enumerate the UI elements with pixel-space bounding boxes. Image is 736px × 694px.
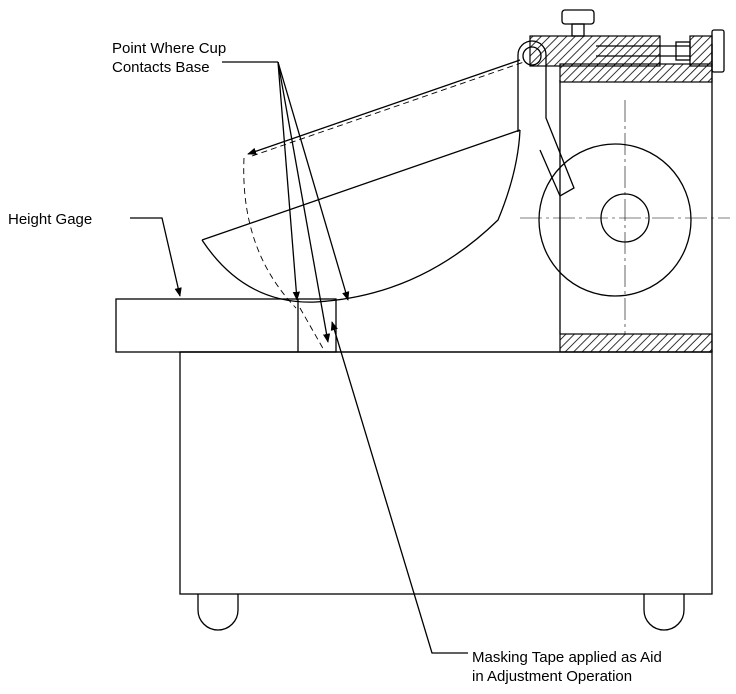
device-feet bbox=[197, 594, 685, 631]
label-masking-tape-1: Masking Tape applied as Aid bbox=[472, 649, 662, 666]
cup-raised-dashed bbox=[243, 61, 525, 353]
adjustment-screw bbox=[561, 9, 725, 73]
leader-masking-tape bbox=[330, 321, 468, 654]
leader-point-where-cup bbox=[222, 61, 350, 343]
label-point-where-cup-2: Contacts Base bbox=[112, 59, 210, 76]
label-point-where-cup-1: Point Where Cup bbox=[112, 40, 226, 57]
brass-cup bbox=[201, 129, 521, 303]
cup-hanger bbox=[517, 40, 575, 197]
device-base bbox=[179, 351, 713, 595]
label-masking-tape-2: in Adjustment Operation bbox=[472, 668, 632, 685]
cam-housing bbox=[529, 35, 713, 353]
label-height-gage: Height Gage bbox=[8, 211, 92, 228]
height-gage-block bbox=[115, 298, 337, 353]
cam bbox=[520, 100, 730, 334]
leader-height-gage bbox=[130, 217, 182, 297]
cup-swing-arrow bbox=[247, 59, 521, 155]
